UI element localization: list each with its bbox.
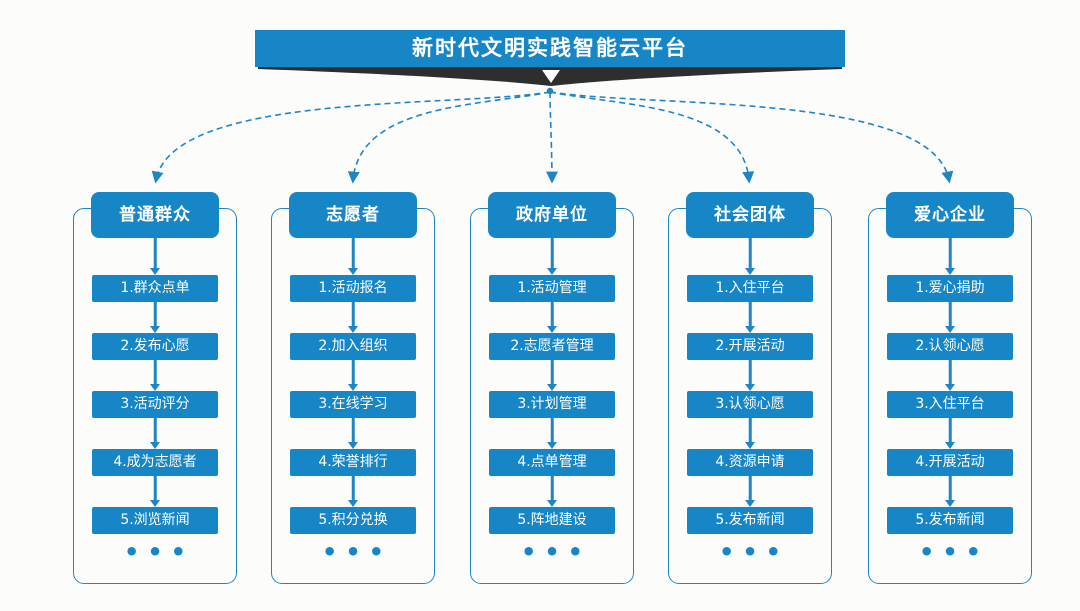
step-box: 1.群众点单: [92, 275, 218, 302]
down-arrow-icon: [942, 360, 958, 391]
down-arrow-icon: [345, 302, 361, 333]
dashed-connector-1: [151, 91, 551, 184]
step-box: 5.浏览新闻: [92, 507, 218, 534]
step-box: 3.认领心愿: [687, 391, 813, 418]
step-box: 5.积分兑换: [290, 507, 416, 534]
ellipsis: •••: [718, 538, 790, 566]
step-box: 4.荣誉排行: [290, 449, 416, 476]
step-box: 2.发布心愿: [92, 333, 218, 360]
hub-dot: [546, 87, 554, 95]
column-header: 志愿者: [289, 192, 417, 238]
role-column-public: 普通群众 1.群众点单 2.发布心愿 3.活动评分 4.成为志愿者 5.浏览新闻…: [73, 192, 237, 597]
dashed-connector-3: [545, 91, 558, 184]
dashed-connector-2: [347, 91, 551, 184]
step-box: 4.开展活动: [887, 449, 1013, 476]
down-arrow-icon: [742, 418, 758, 449]
step-box: 3.计划管理: [489, 391, 615, 418]
down-arrow-icon: [345, 476, 361, 507]
role-column-enterprise: 爱心企业 1.爱心捐助 2.认领心愿 3.入住平台 4.开展活动 5.发布新闻 …: [868, 192, 1032, 597]
down-arrow-icon: [742, 360, 758, 391]
ellipsis: •••: [123, 538, 195, 566]
down-arrow-icon: [742, 238, 758, 275]
step-box: 1.入住平台: [687, 275, 813, 302]
column-header: 政府单位: [488, 192, 616, 238]
step-box: 1.活动管理: [489, 275, 615, 302]
down-arrow-icon: [147, 418, 163, 449]
step-box: 3.在线学习: [290, 391, 416, 418]
step-box: 2.开展活动: [687, 333, 813, 360]
column-header: 爱心企业: [886, 192, 1014, 238]
down-arrow-icon: [942, 418, 958, 449]
role-column-government: 政府单位 1.活动管理 2.志愿者管理 3.计划管理 4.点单管理 5.阵地建设…: [470, 192, 634, 597]
step-box: 5.发布新闻: [887, 507, 1013, 534]
down-arrow-icon: [742, 476, 758, 507]
step-box: 1.爱心捐助: [887, 275, 1013, 302]
down-arrow-icon: [742, 302, 758, 333]
down-arrow-icon: [345, 360, 361, 391]
step-box: 2.志愿者管理: [489, 333, 615, 360]
down-arrow-icon: [544, 238, 560, 275]
down-arrow-icon: [942, 238, 958, 275]
down-arrow-icon: [544, 476, 560, 507]
ellipsis: •••: [520, 538, 592, 566]
down-arrow-icon: [544, 418, 560, 449]
down-arrow-icon: [147, 238, 163, 275]
step-box: 2.加入组织: [290, 333, 416, 360]
role-column-social-group: 社会团体 1.入住平台 2.开展活动 3.认领心愿 4.资源申请 5.发布新闻 …: [668, 192, 832, 597]
step-box: 4.成为志愿者: [92, 449, 218, 476]
column-header: 社会团体: [686, 192, 814, 238]
step-box: 5.阵地建设: [489, 507, 615, 534]
dashed-connector-5: [549, 91, 954, 184]
step-box: 5.发布新闻: [687, 507, 813, 534]
ribbon-down-arrow-icon: [542, 70, 560, 83]
dashed-connector-4: [549, 91, 755, 184]
step-box: 2.认领心愿: [887, 333, 1013, 360]
down-arrow-icon: [544, 360, 560, 391]
ellipsis: •••: [918, 538, 990, 566]
down-arrow-icon: [345, 238, 361, 275]
role-column-volunteer: 志愿者 1.活动报名 2.加入组织 3.在线学习 4.荣誉排行 5.积分兑换 •…: [271, 192, 435, 597]
step-box: 3.活动评分: [92, 391, 218, 418]
column-header: 普通群众: [91, 192, 219, 238]
ellipsis: •••: [321, 538, 393, 566]
platform-title-banner: 新时代文明实践智能云平台: [255, 30, 845, 67]
step-box: 3.入住平台: [887, 391, 1013, 418]
down-arrow-icon: [942, 476, 958, 507]
down-arrow-icon: [544, 302, 560, 333]
down-arrow-icon: [147, 476, 163, 507]
step-box: 4.点单管理: [489, 449, 615, 476]
step-box: 4.资源申请: [687, 449, 813, 476]
down-arrow-icon: [147, 302, 163, 333]
step-box: 1.活动报名: [290, 275, 416, 302]
down-arrow-icon: [942, 302, 958, 333]
down-arrow-icon: [345, 418, 361, 449]
down-arrow-icon: [147, 360, 163, 391]
